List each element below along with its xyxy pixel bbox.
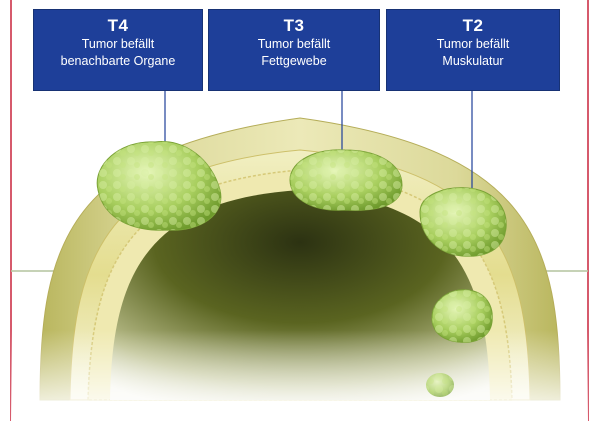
- label-t4-line2: benachbarte Organe: [34, 53, 202, 70]
- tumor-small-bottom: [426, 373, 454, 397]
- bottom-fade: [11, 330, 588, 421]
- label-t3-stage: T3: [209, 16, 379, 36]
- label-t2: T2 Tumor befällt Muskulatur: [386, 9, 560, 91]
- label-t2-line1: Tumor befällt: [387, 36, 559, 53]
- label-t4-line1: Tumor befällt: [34, 36, 202, 53]
- label-t2-line2: Muskulatur: [387, 53, 559, 70]
- label-t3-line2: Fettgewebe: [209, 53, 379, 70]
- tumor-lower-right: [432, 290, 492, 343]
- label-t3-line1: Tumor befällt: [209, 36, 379, 53]
- label-t4: T4 Tumor befällt benachbarte Organe: [33, 9, 203, 91]
- label-t2-stage: T2: [387, 16, 559, 36]
- label-t3: T3 Tumor befällt Fettgewebe: [208, 9, 380, 91]
- tumor-t3: [290, 150, 402, 211]
- label-t4-stage: T4: [34, 16, 202, 36]
